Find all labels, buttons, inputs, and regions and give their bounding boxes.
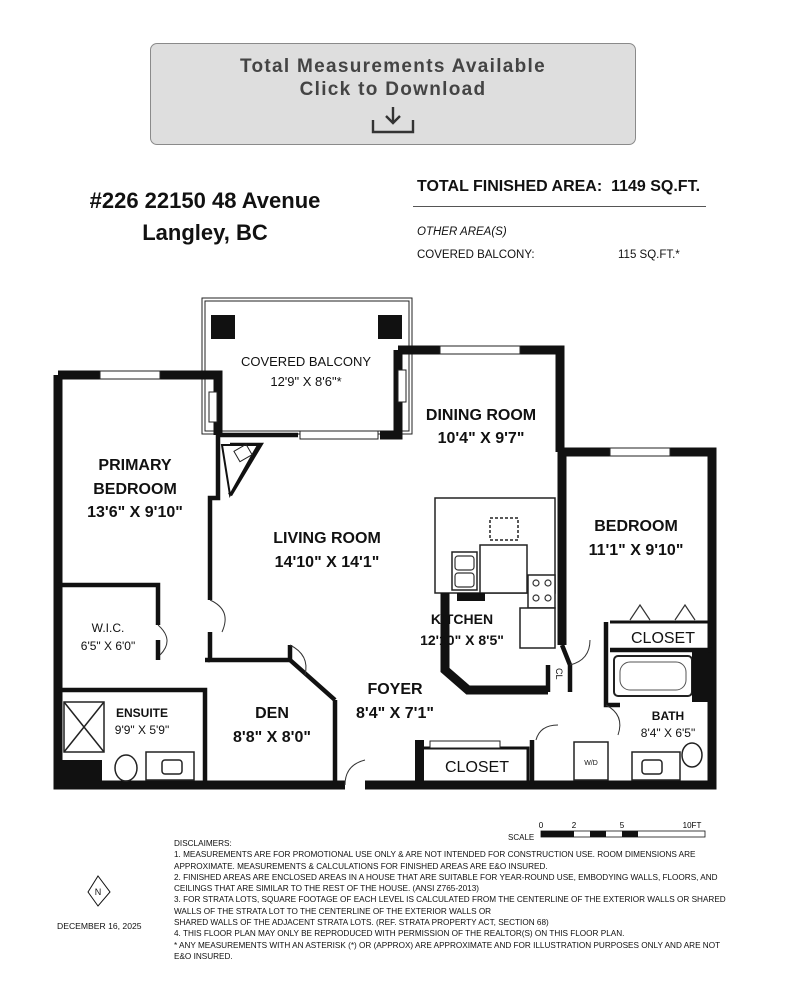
disclaimer-line: 4. THIS FLOOR PLAN MAY ONLY BE REPRODUCE… [174, 929, 625, 939]
closet-doors [629, 603, 696, 621]
fireplace [220, 444, 260, 498]
disclaimer-line: WALLS OF THE STRATA LOT TO THE CENTERLIN… [174, 906, 492, 916]
foyer-closet-outline [418, 746, 530, 784]
disclaimer-line: CEILINGS THAT ARE SIMILAR TO THE REST OF… [174, 884, 479, 894]
kitchen-counters [434, 497, 556, 649]
disclaimer-line: 3. FOR STRATA LOTS, SQUARE FOOTAGE OF EA… [174, 895, 726, 905]
kitchen-dims: 12'10" X 8'5" [420, 632, 504, 648]
bedroom-name: BEDROOM [594, 518, 678, 535]
plan-date: DECEMBER 16, 2025 [57, 921, 142, 931]
living-dims: 14'10" X 14'1" [275, 554, 380, 571]
foyer-wall-block [415, 740, 424, 785]
stove [532, 579, 552, 602]
compass-label: N [95, 887, 102, 897]
bathtub-basin [619, 661, 687, 691]
ensuite-wall-block [62, 760, 102, 782]
wd-label: W/D [584, 760, 598, 767]
bath-dims: 8'4" X 6'5" [641, 726, 695, 740]
kitchen-sink [454, 555, 475, 588]
address-line-1: #226 22150 48 Avenue [89, 188, 321, 213]
primary-name-1: PRIMARY [98, 457, 172, 474]
scale-tick-0: 0 [539, 821, 544, 830]
area-divider [413, 206, 706, 207]
balcony-area-label: COVERED BALCONY: [417, 249, 535, 261]
disclaimers: DISCLAIMERS: 1. MEASUREMENTS ARE FOR PRO… [174, 838, 734, 962]
foyer-closet-name: CLOSET [445, 759, 509, 776]
bathroom-fixtures [114, 741, 703, 782]
balcony-column-right [378, 315, 402, 339]
scale-tick-5: 5 [620, 821, 625, 830]
bath-wall-block [692, 650, 708, 702]
disclaimer-title: DISCLAIMERS: [174, 839, 232, 848]
scale-tick-2: 2 [572, 821, 577, 830]
interior-walls [58, 432, 712, 785]
door-swings [157, 599, 621, 786]
ensuite-dims: 9'9" X 5'9" [115, 723, 169, 737]
wic-dims: 6'5" X 6'0" [81, 639, 135, 653]
bathtub [613, 655, 693, 697]
dishwasher [457, 593, 485, 601]
disclaimer-line: 1. MEASUREMENTS ARE FOR PROMOTIONAL USE … [174, 850, 696, 860]
ensuite-name: ENSUITE [116, 706, 168, 720]
total-area-label: TOTAL FINISHED AREA: [417, 178, 603, 195]
bath-name: BATH [652, 709, 684, 723]
total-area-value: 1149 SQ.FT. [611, 178, 701, 195]
balcony-column-left [211, 315, 235, 339]
primary-dims: 13'6" X 9'10" [87, 504, 183, 521]
foyer-dims: 8'4" X 7'1" [356, 705, 434, 722]
balcony-dims: 12'9" X 8'6"* [270, 374, 341, 389]
total-area: TOTAL FINISHED AREA: 1149 SQ.FT. [417, 178, 700, 196]
scale-tick-10: 10FT [683, 821, 702, 830]
windows [99, 345, 671, 457]
den-dims: 8'8" X 8'0" [233, 729, 311, 746]
wic-name: W.I.C. [92, 621, 125, 635]
kitchen-peninsula [440, 593, 548, 695]
balcony-name: COVERED BALCONY [241, 354, 371, 369]
download-icon [371, 107, 415, 134]
other-areas-label: OTHER AREA(S) [417, 226, 507, 238]
bedroom-dims: 11'1" X 9'10" [589, 542, 684, 559]
shower [63, 701, 105, 753]
download-title: Total Measurements Available [239, 56, 546, 77]
kitchen-name: KITCHEN [431, 611, 493, 627]
fireplace-insert [233, 443, 253, 463]
dining-name: DINING ROOM [426, 407, 536, 424]
balcony-railing [201, 297, 413, 435]
disclaimer-line: 2. FINISHED AREAS ARE ENCLOSED AREAS IN … [174, 872, 718, 882]
cl-label: CL [554, 668, 564, 680]
disclaimer-line: SHARED WALLS OF THE ADJACENT STRATA LOTS… [174, 918, 549, 928]
disclaimer-line: * ANY MEASUREMENTS WITH AN ASTERISK (*) … [174, 940, 721, 950]
foyer-closet-doors [429, 740, 501, 749]
disclaimer-line: APPROXIMATE. MEASUREMENTS & CALCULATIONS… [174, 861, 548, 871]
foyer-name: FOYER [367, 681, 423, 698]
balcony-area-value: 115 SQ.FT.* [618, 249, 680, 261]
dining-dims: 10'4" X 9'7" [438, 430, 525, 447]
exterior-walls [53, 345, 717, 790]
download-subtitle: Click to Download [299, 79, 487, 100]
primary-name-2: BEDROOM [93, 481, 177, 498]
address-line-2: Langley, BC [142, 220, 268, 245]
disclaimer-line: E&O INSURED. [174, 951, 233, 961]
north-arrow-icon: N [87, 875, 111, 907]
living-name: LIVING ROOM [273, 530, 381, 547]
den-name: DEN [255, 705, 289, 722]
bedroom-closet-name: CLOSET [631, 630, 695, 647]
download-measurements-button[interactable]: Total Measurements Available Click to Do… [150, 43, 636, 145]
